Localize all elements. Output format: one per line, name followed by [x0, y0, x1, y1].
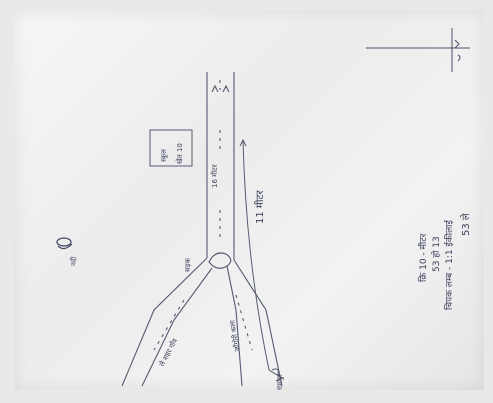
note-line-3: क्रि 10 - मीटर — [419, 233, 429, 282]
upper-road-label: 16 मीटर — [211, 164, 219, 188]
stamp-label: नदी — [70, 256, 78, 266]
note-total: 53 ले — [461, 213, 472, 236]
note-line-2: 53 हो 13 — [432, 236, 442, 272]
left-road-label: सड़क — [184, 258, 192, 272]
road-sketch — [56, 28, 470, 387]
compass-mark — [366, 28, 470, 72]
plot-box-line-1: स्कूल — [160, 149, 168, 162]
main-road — [121, 72, 283, 387]
plot-box — [149, 129, 193, 167]
stamp-mark — [56, 237, 73, 250]
plot-box-line-2: खेत 10 — [176, 143, 184, 164]
paper-sheet: 53 ले चिपक लम्ब - 1:1 ईकीलाई 53 हो 13 क्… — [14, 10, 484, 390]
corner-scribble — [271, 368, 279, 377]
bottom-road-label: रामपुर — [276, 374, 284, 390]
note-line-1: चिपक लम्ब - 1:1 ईकीलाई — [445, 220, 455, 310]
width-indicator — [239, 138, 283, 382]
main-width-label: 11 मीटर — [255, 190, 266, 224]
